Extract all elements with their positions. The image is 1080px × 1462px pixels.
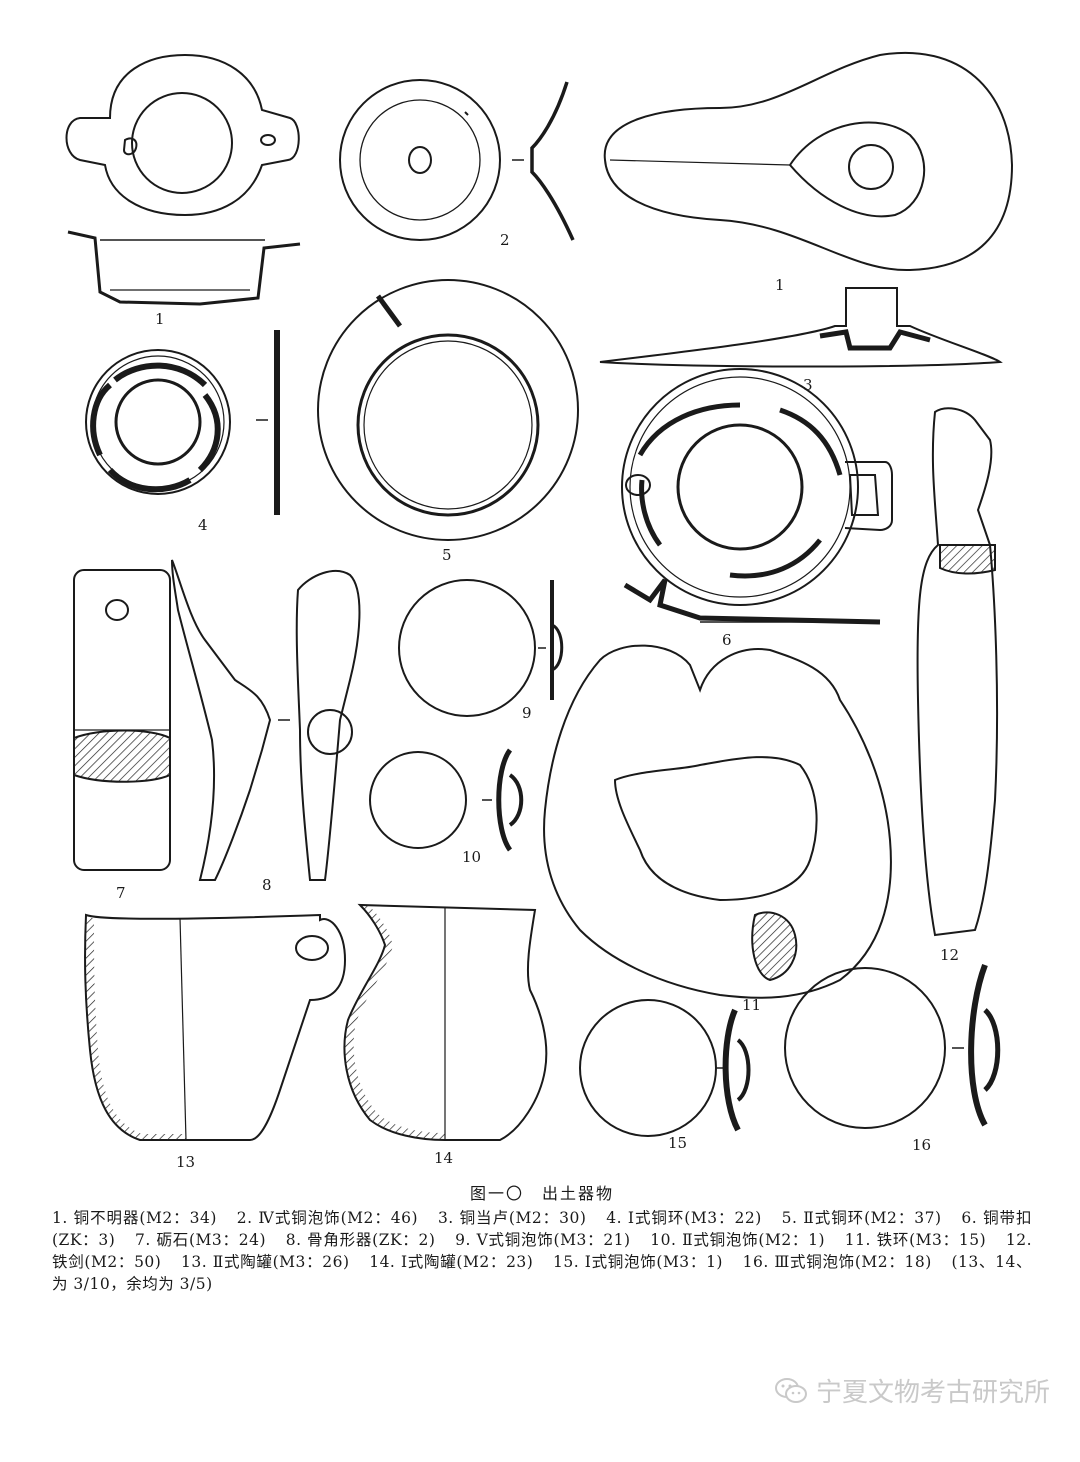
figure-caption: 图一〇 出土器物 1. 铜不明器(M2：34) 2. Ⅳ式铜泡饰(M2：46) … [52,1183,1032,1295]
label-1-lower: 1 [155,310,165,328]
label-10: 10 [462,848,481,866]
caption-item: 4. Ⅰ式铜环(M3：22) [606,1209,762,1227]
label-11: 11 [742,996,761,1014]
label-6: 6 [722,631,732,649]
artifact-15-section [715,1008,751,1132]
caption-item: 1. 铜不明器(M2：34) [52,1209,217,1227]
label-15: 15 [668,1134,687,1152]
artifact-11-top-view [543,644,892,999]
artifact-2-top-view [339,79,501,241]
caption-item: 8. 骨角形器(ZK：2) [285,1231,436,1249]
label-12: 12 [940,946,959,964]
label-8: 8 [262,876,272,894]
artifact-1-section [67,230,301,306]
artifact-plate: 1 1 2 3 4 5 6 7 8 9 10 11 12 13 14 15 16 [65,51,1014,1171]
label-5: 5 [442,546,452,564]
artifact-14-profile [343,903,548,1141]
caption-item: 11. 铁环(M3：15) [844,1231,987,1249]
artifact-16-top-view [784,967,946,1129]
caption-item: 15. Ⅰ式铜泡饰(M3：1) [553,1253,723,1271]
caption-item: 14. Ⅰ式陶罐(M2：23) [369,1253,534,1271]
artifact-3-top-view [603,51,1014,272]
caption-item: 9. Ⅴ式铜泡饰(M3：21) [455,1231,631,1249]
artifact-5-top-view [317,279,579,541]
artifact-4-top-view [85,349,231,495]
artifact-6-top-view [621,368,893,606]
caption-item: 10. Ⅱ式铜泡饰(M2：1) [650,1231,826,1249]
caption-item: 12. 铁剑(M2：50) [52,1231,1032,1271]
caption-item: 16. Ⅲ式铜泡饰(M2：18) [742,1253,932,1271]
artifact-13-profile [84,913,347,1141]
artifact-16-section [952,963,1001,1127]
caption-item: 7. 砺石(M3：24) [135,1231,267,1249]
caption-body: 1. 铜不明器(M2：34) 2. Ⅳ式铜泡饰(M2：46) 3. 铜当卢(M2… [52,1207,1032,1295]
artifact-10-section [482,748,524,852]
label-1-upper: 1 [775,276,785,294]
wechat-icon [774,1377,807,1403]
figure-number-labels: 1 1 2 3 4 5 6 7 8 9 10 11 12 13 14 15 16 [116,231,959,1171]
artifact-1-top-view [65,53,300,217]
label-2: 2 [500,231,510,249]
artifact-9-section [538,580,564,700]
caption-item: 2. Ⅳ式铜泡饰(M2：46) [236,1209,419,1227]
artifact-9-top-view [398,579,536,717]
watermark: 宁夏文物考古研究所 [774,1372,1050,1409]
caption-item: (13、14、为 3/10，余均为 3/5) [52,1253,1033,1293]
artifact-6-section [623,578,881,625]
label-14: 14 [434,1149,453,1167]
artifact-10-top-view [369,751,467,849]
caption-title: 图一〇 出土器物 [469,1184,614,1203]
label-16: 16 [912,1136,931,1154]
artifact-12-side-view [916,407,999,937]
label-3: 3 [803,376,813,394]
watermark-text: 宁夏文物考古研究所 [815,1378,1050,1408]
caption-item: 13. Ⅱ式陶罐(M3：26) [181,1253,350,1271]
artifact-4-section [256,330,280,515]
caption-item: 6. 铜带扣(ZK：3) [52,1209,1032,1249]
artifact-3-section [599,287,1003,368]
artifact-7-front-view [73,569,171,871]
artifact-8-side-view [171,559,361,881]
label-13: 13 [176,1153,195,1171]
label-7: 7 [116,884,126,902]
caption-item: 3. 铜当卢(M2：30) [437,1209,587,1227]
label-9: 9 [522,704,532,722]
artifact-2-section [512,81,575,241]
caption-item: 5. Ⅱ式铜环(M2：37) [781,1209,942,1227]
label-4: 4 [198,516,208,534]
artifact-15-top-view [579,999,717,1137]
